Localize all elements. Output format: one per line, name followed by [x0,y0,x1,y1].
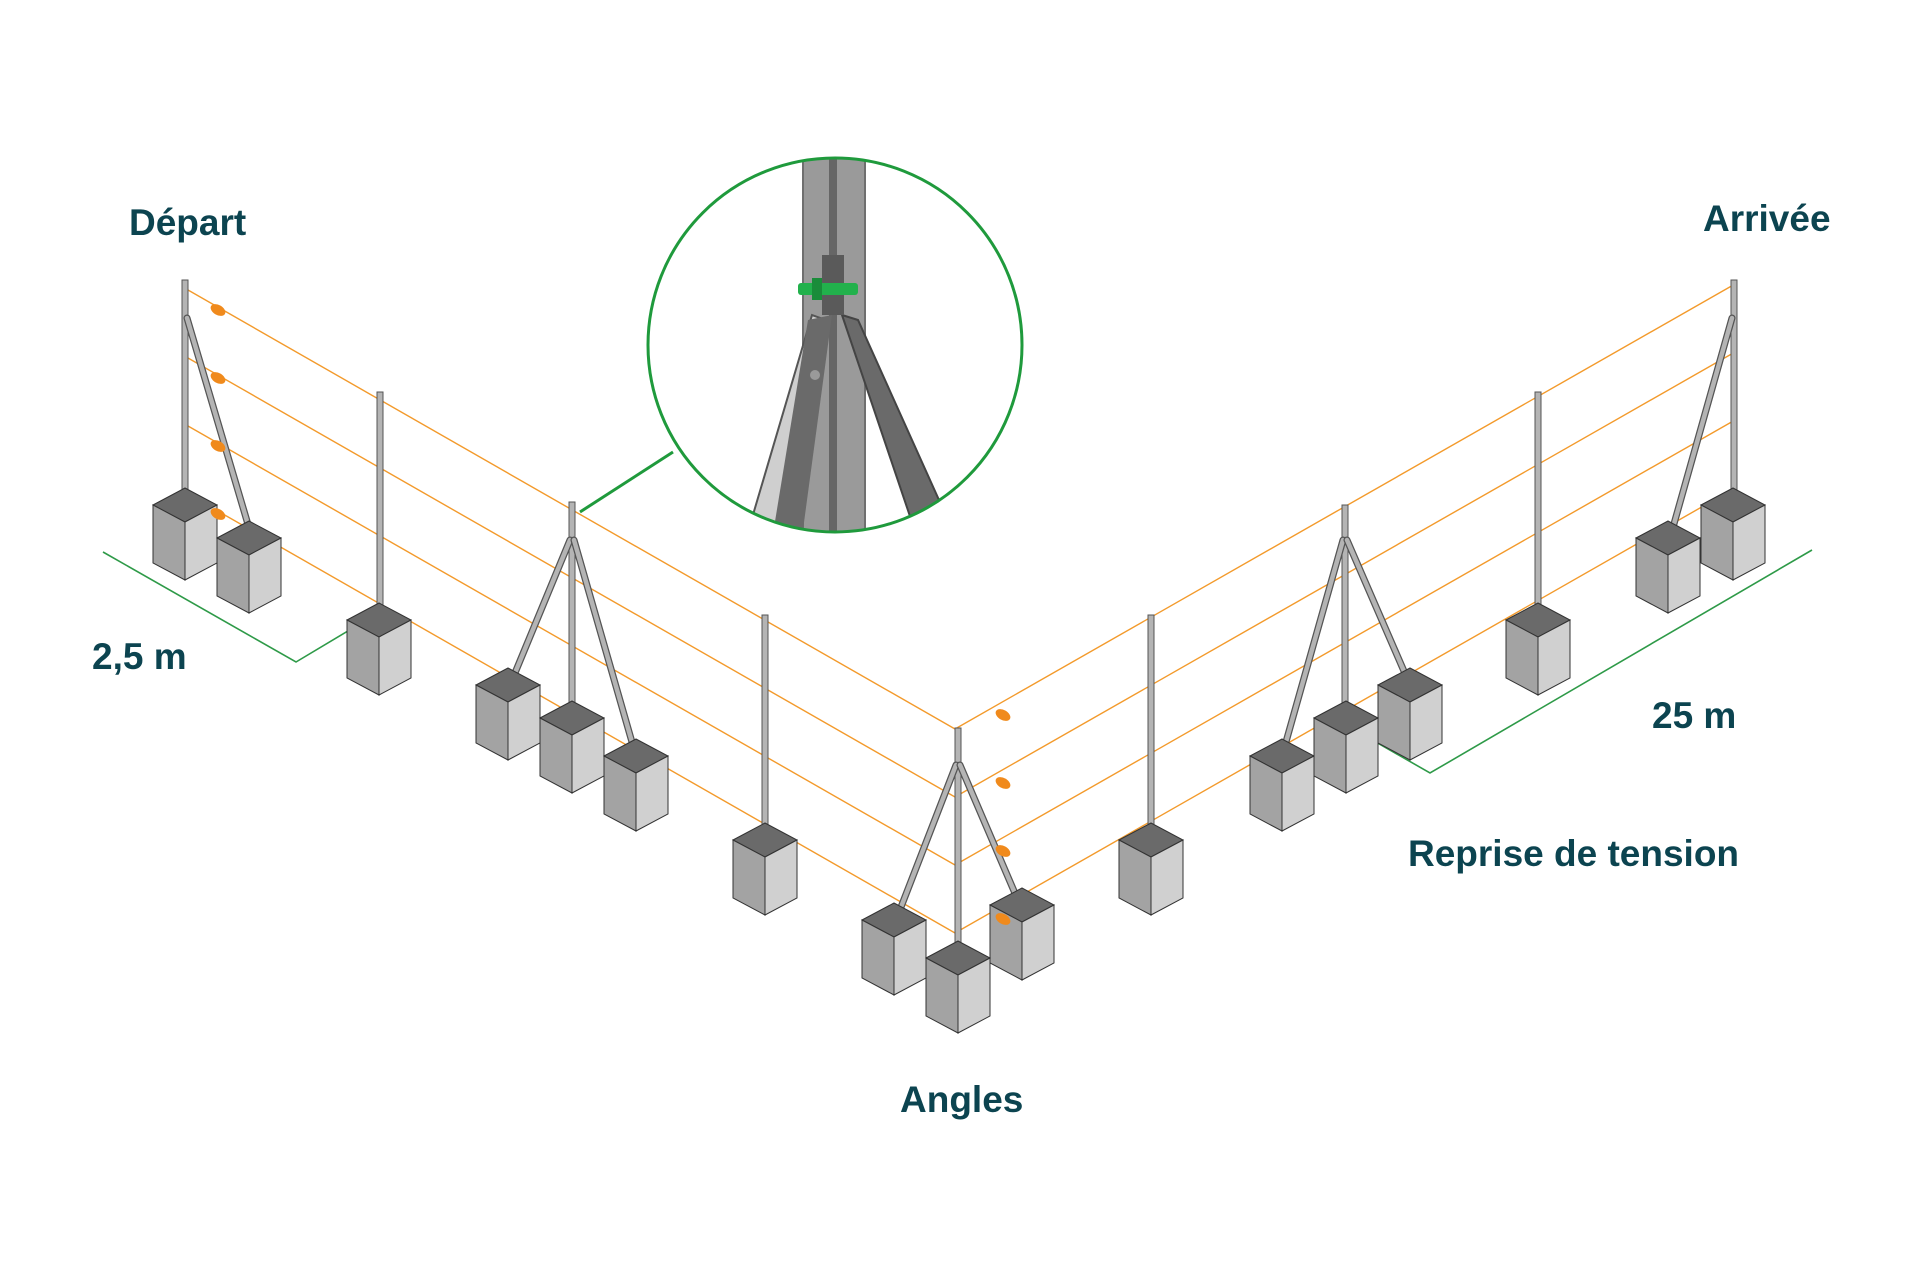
right-tension-block-a [1248,738,1316,832]
label-end: Arrivée [1703,198,1831,239]
strut-body [184,315,255,541]
zoom-rivet-b [849,370,859,380]
right-tension-block-c [1312,700,1380,794]
post-body [1730,279,1738,506]
strut-body [1667,315,1735,541]
strut-body [571,537,639,759]
block-right-face [1345,717,1379,794]
corner-block-c [924,940,992,1034]
zoom-circle-outline [646,156,1024,534]
insulators [210,304,1011,925]
left-mid-post-1 [376,391,384,621]
left-tension-block-c [602,738,670,832]
block-right-face [1667,537,1701,614]
end-block-strut [1634,520,1702,614]
start-block-post [151,487,219,581]
strut-body [1344,537,1413,688]
right-mid-post-2 [1147,614,1155,841]
zoom-clip-nut [812,278,822,300]
insulator-start [210,372,226,384]
start-block-strut [215,520,283,614]
insulator-start [210,304,226,316]
left-tension-post [568,501,576,719]
label-width: 2,5 m [92,636,187,677]
block-right-face [378,619,412,696]
label-start: Départ [129,202,247,243]
label-retension: Reprise de tension [1408,833,1740,874]
label-span: 25 m [1652,695,1737,736]
label-corners: Angles [900,1079,1024,1120]
zoom-leader-line [579,450,674,514]
right-tension-strut-b [1343,536,1414,689]
zoom-clip-bolt [798,283,858,295]
zoom-detail [579,156,1024,534]
insulator-corner [995,913,1011,925]
strut-body [893,762,959,923]
post-body [1534,391,1542,621]
right-tension-strut-a [1278,536,1347,760]
block-right-face [635,755,669,832]
strut-body [957,762,1023,908]
post-body [376,391,384,621]
block-right-face [1281,755,1315,832]
end-post [1730,279,1738,506]
insulator-start [210,508,226,520]
end-block-post [1699,487,1767,581]
fence-elements [151,279,1767,1034]
end-strut [1666,314,1736,542]
post-body [1147,614,1155,841]
left-mid-post-2 [761,614,769,841]
post-body [181,279,189,506]
start-post [181,279,189,506]
left-tension-block-b [538,700,606,794]
corner-strut-b [956,761,1024,909]
corner-block-b [988,887,1056,981]
post-body [761,614,769,841]
right-tension-block-b [1376,667,1444,761]
start-strut [183,314,256,542]
left-tension-strut-a [506,536,574,689]
zoom-inner [648,158,1022,532]
right-mid-block-1 [1504,602,1572,696]
insulator-start [210,440,226,452]
block-right-face [1732,504,1766,581]
right-mid-post-1 [1534,391,1542,621]
zoom-rivet-a [810,370,820,380]
insulator-corner [995,777,1011,789]
right-mid-block-2 [1117,822,1185,916]
block-right-face [764,839,798,916]
block-right-face [957,957,991,1034]
block-right-face [1021,904,1055,981]
corner-block-a [860,902,928,996]
strut-body [507,537,573,688]
block-right-face [1537,619,1571,696]
left-mid-block-2 [731,822,799,916]
left-tension-block-a [474,667,542,761]
corner-strut-a [892,761,960,924]
block-right-face [1409,684,1443,761]
post-body [568,501,576,719]
block-right-face [1150,839,1184,916]
strut-body [1279,537,1346,759]
zoom-post-seam [829,158,837,532]
insulator-corner [995,709,1011,721]
left-mid-block-1 [345,602,413,696]
left-tension-strut-b [570,536,640,760]
insulator-corner [995,845,1011,857]
block-right-face [248,537,282,614]
